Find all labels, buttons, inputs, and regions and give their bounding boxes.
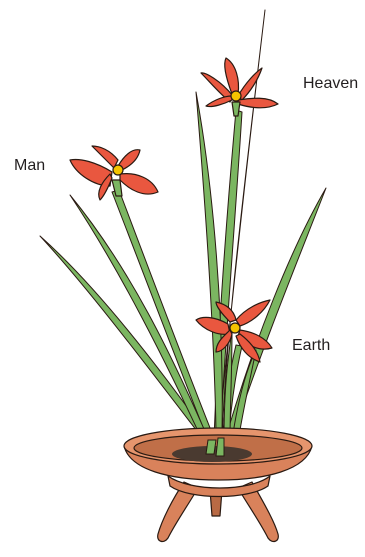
flower-center bbox=[113, 165, 123, 175]
label-earth: Earth bbox=[292, 337, 330, 355]
label-heaven: Heaven bbox=[303, 75, 358, 93]
petal bbox=[120, 174, 158, 194]
leaves bbox=[40, 10, 326, 450]
petal bbox=[238, 68, 262, 100]
stem-base bbox=[216, 438, 224, 456]
flower-center bbox=[231, 91, 241, 101]
petal bbox=[238, 98, 278, 108]
leaf-left-long bbox=[40, 236, 215, 448]
label-man: Man bbox=[14, 157, 45, 175]
calyx bbox=[232, 102, 240, 116]
flower-center bbox=[230, 323, 240, 333]
petal bbox=[206, 96, 232, 107]
leaf-left-upper bbox=[70, 195, 211, 446]
leaf-heaven-left bbox=[196, 92, 222, 432]
stem-base bbox=[206, 440, 216, 454]
flower-heaven bbox=[201, 58, 278, 116]
